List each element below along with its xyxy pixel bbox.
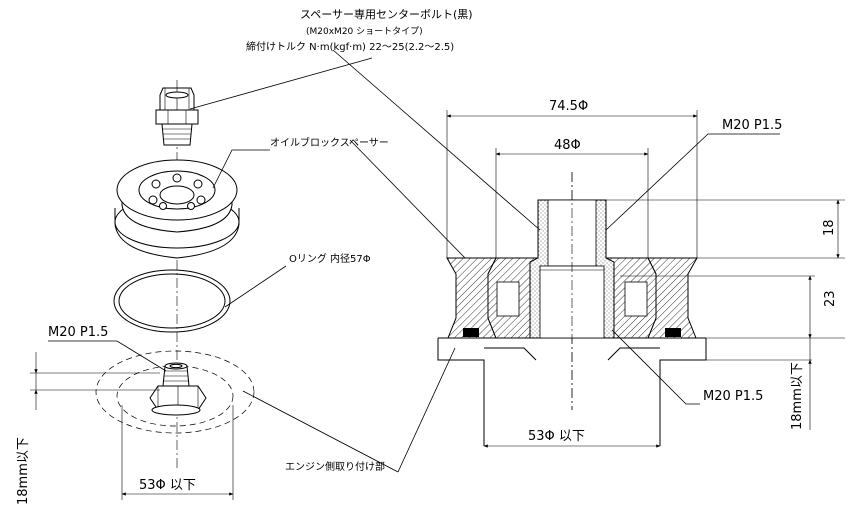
o-ring [113,269,231,333]
bottom-thread-label: M20 P1.5 [703,389,763,404]
oil-block-spacer [114,159,240,259]
engine-mount-label: エンジン側取り付け部 [285,460,385,473]
outer-diameter-label: 74.5Φ [549,99,588,114]
left-diameter-label: 53Φ 以下 [139,478,196,493]
section-oring-left [463,328,479,337]
section-view: 74.5Φ 48Φ 53Φ 以下 18 23 18mm以下 M20 P1.5 M… [437,99,845,448]
bolt-size-label: (M20xM20 ショートタイプ) [306,26,423,37]
height-top-label: 18 [822,219,837,236]
left-thread-label: M20 P1.5 [48,325,108,340]
left-height-label: 18mm以下 [16,437,31,505]
base-diameter-label: 53Φ 以下 [528,429,585,444]
threaded-nipple [149,362,207,416]
base-height-label: 18mm以下 [790,362,805,430]
top-thread-label: M20 P1.5 [722,118,782,133]
oring-label: Oリング 内径57Φ [289,252,371,265]
inner-diameter-label: 48Φ [554,138,581,153]
bolt-title-label: スペーサー専用センターボルト(黒) [300,8,473,21]
left-exploded-view: 53Φ 以下 18mm以下 M20 P1.5 [16,80,255,505]
section-oring-right [665,328,681,337]
torque-label: 締付けトルク N·m(kgf·m) 22～25(2.2～2.5) [246,40,454,53]
center-bolt [155,87,199,146]
spacer-label: オイルブロックスペーサー [270,136,389,149]
height-body-label: 23 [823,290,838,307]
